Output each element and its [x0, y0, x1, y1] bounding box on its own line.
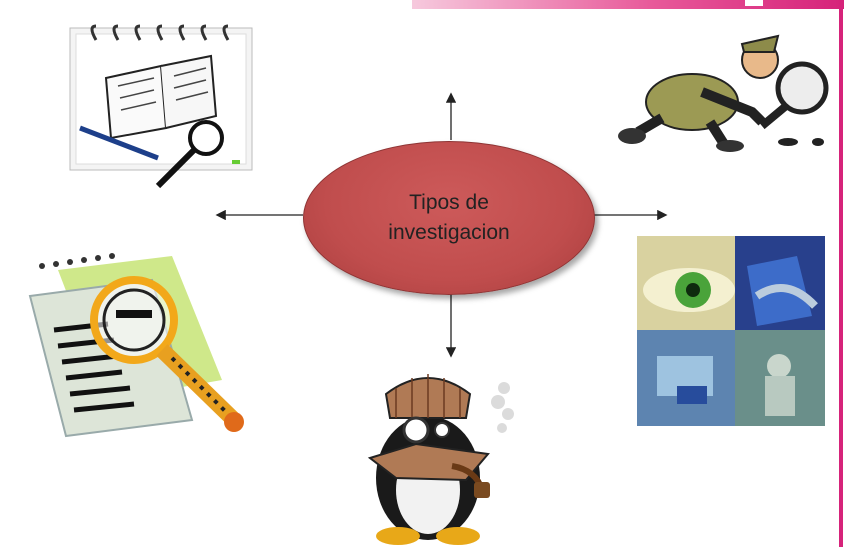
document-magnifier-image	[28, 253, 244, 438]
top-accent-gap	[745, 0, 763, 6]
center-topic-ellipse: Tipos de investigacion	[303, 141, 595, 295]
right-accent-border	[839, 0, 843, 547]
notebook-magnifier-image	[69, 24, 253, 189]
detective-penguin-image	[367, 374, 514, 545]
center-title-line1: Tipos de	[409, 191, 489, 214]
top-accent-band	[412, 0, 844, 9]
center-title-line2: investigacion	[388, 221, 510, 244]
research-photo-collage-image	[637, 236, 825, 426]
detective-clipart-image	[618, 34, 829, 152]
